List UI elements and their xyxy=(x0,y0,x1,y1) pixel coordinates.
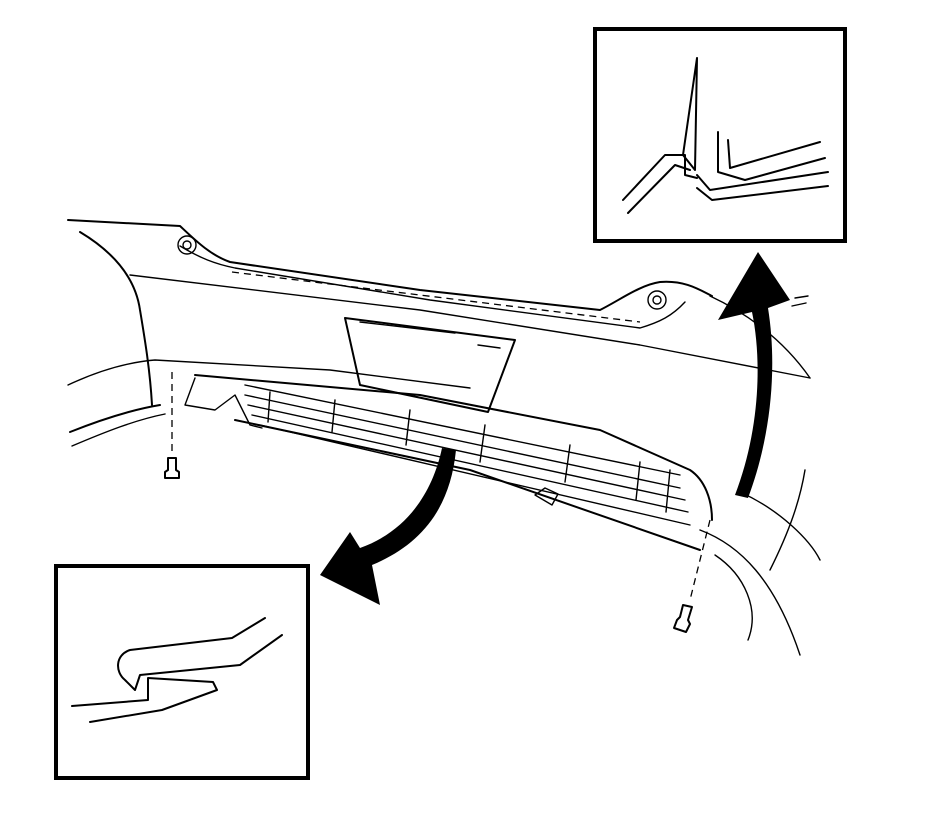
fascia-left-bottom-lip xyxy=(69,404,161,433)
fastener-left xyxy=(164,372,180,479)
fastener-right xyxy=(673,519,711,633)
lower-valance-bottom xyxy=(234,419,701,551)
detail-frame-lower xyxy=(54,564,310,780)
detail-box-lower xyxy=(54,564,310,780)
lower-clip-step xyxy=(71,677,218,723)
upper-retainer-3 xyxy=(696,171,829,191)
lower-valance-top xyxy=(194,374,713,521)
wheel-opening-outer xyxy=(699,529,801,656)
valance-rib-1 xyxy=(244,384,681,476)
upper-panel-edge-1 xyxy=(622,154,698,201)
upper-retainer-4 xyxy=(696,185,829,201)
quarter-panel-line xyxy=(739,469,821,571)
wheel-opening-inner xyxy=(714,554,753,641)
valance-center-tab xyxy=(534,487,559,506)
push-pin-left-icon xyxy=(164,457,180,479)
detail-box-upper xyxy=(593,27,847,243)
curved-arrow-down-left-icon xyxy=(320,448,456,605)
valance-clip-marks xyxy=(267,391,671,513)
valance-rib-2 xyxy=(244,394,681,489)
valance-rib-5 xyxy=(259,424,691,526)
upper-clip-tab xyxy=(682,57,698,171)
fascia-left-lower xyxy=(67,359,471,389)
mounting-hole-left xyxy=(177,235,197,255)
license-plate-pocket-inner xyxy=(359,321,501,349)
upper-panel-edge-2 xyxy=(627,164,691,214)
fascia-rivet-row xyxy=(231,271,641,323)
fascia-top-inner-edge xyxy=(179,245,686,329)
fastener-right-axis xyxy=(689,519,711,601)
fascia-top-edge xyxy=(67,219,713,311)
valance-rib-4 xyxy=(251,414,689,513)
valance-rib-3 xyxy=(247,404,686,501)
upper-retainer-2 xyxy=(727,139,821,169)
upper-retainer-1 xyxy=(717,131,826,181)
fascia-left-end xyxy=(79,231,153,406)
push-pin-right-icon xyxy=(673,604,693,633)
license-plate-pocket xyxy=(344,317,516,413)
bumper-fascia xyxy=(67,219,821,656)
valance-left-bracket xyxy=(184,377,263,429)
fascia-right-marks xyxy=(791,295,809,307)
lower-clip-hook xyxy=(117,617,283,691)
curved-arrow-up-right-icon xyxy=(718,252,790,498)
mounting-hole-right xyxy=(647,290,667,310)
detail-frame-upper xyxy=(593,27,847,243)
fascia-crease-line xyxy=(129,274,811,379)
fascia-left-bottom-lip-2 xyxy=(71,413,166,447)
